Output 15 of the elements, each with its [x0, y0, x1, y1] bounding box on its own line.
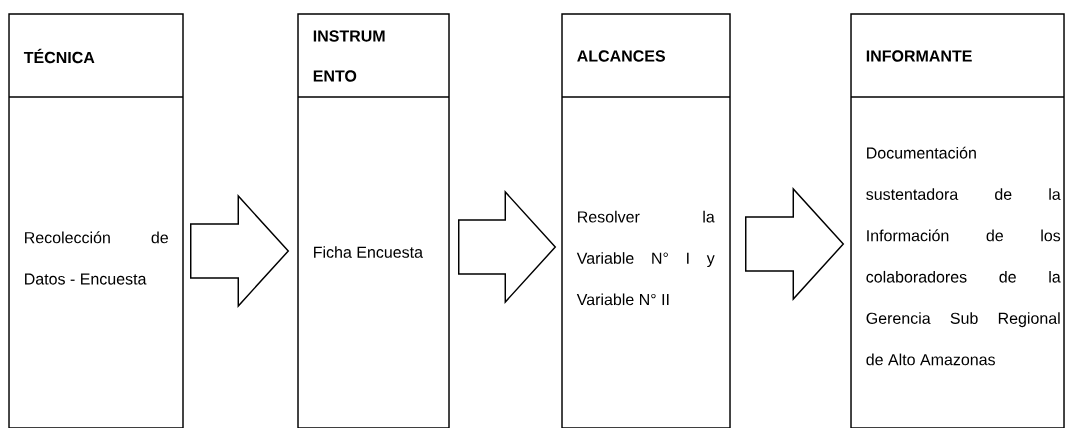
column-box	[850, 13, 1065, 428]
block-arrow	[458, 190, 557, 304]
block-arrow	[190, 194, 290, 308]
column-box	[297, 13, 450, 428]
column-box	[8, 13, 184, 428]
column-text: Resolver la Variable N° I y Variable N° II	[576, 210, 715, 306]
block-arrow	[745, 187, 845, 301]
column-text: Ficha Encuesta	[314, 246, 423, 258]
column-heading: TÉCNICA	[23, 48, 95, 64]
column-text: Documentación sustentadora de la Información de los colaboradores de la Gerencia Sub Regional de Alto Amazonas	[866, 146, 1061, 366]
column-heading: INSTRUM ENTO	[313, 30, 385, 82]
column-text: Recolección de Datos - Encuesta	[25, 231, 168, 285]
column-heading: ALCANCES	[577, 50, 665, 62]
column-box	[561, 13, 731, 428]
column-heading: INFORMANTE	[866, 50, 972, 62]
